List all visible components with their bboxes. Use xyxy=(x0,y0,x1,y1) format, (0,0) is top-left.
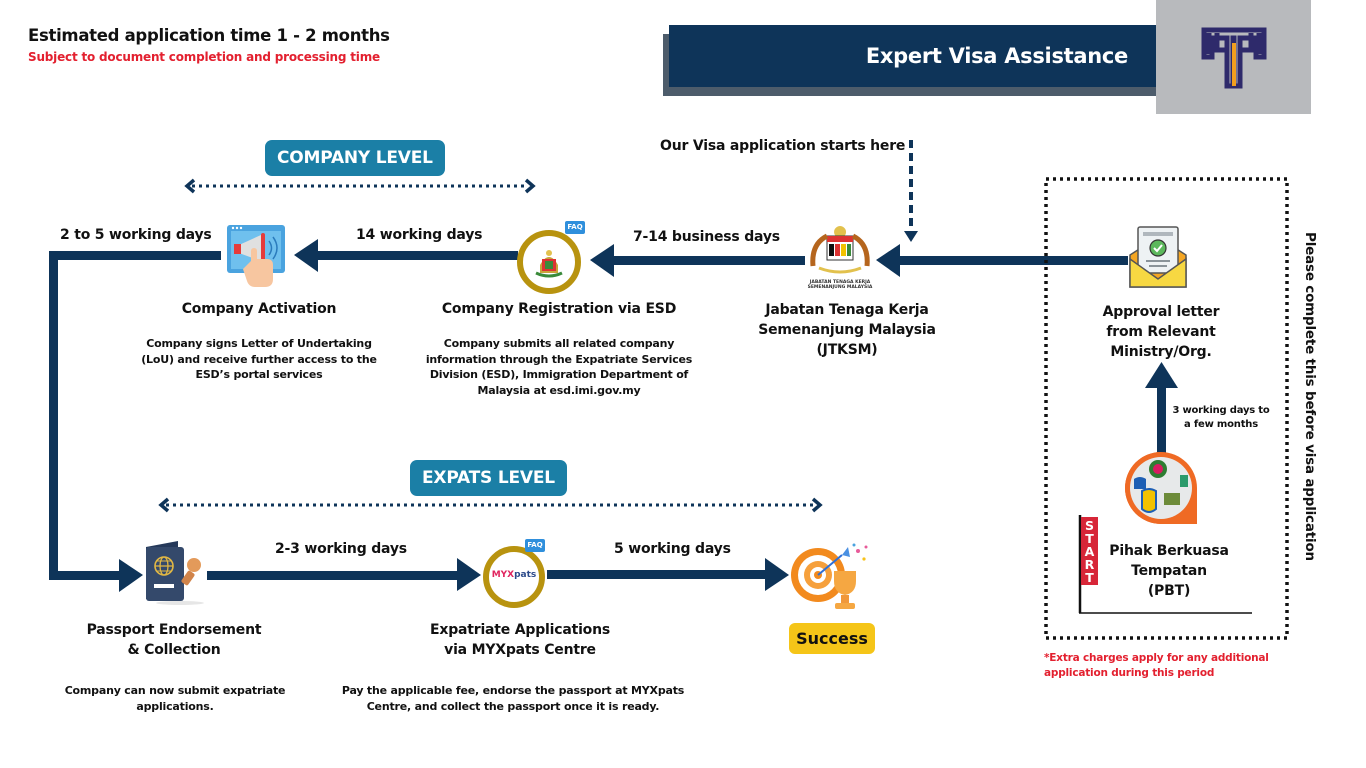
arrow-activation-to-passport xyxy=(49,251,221,592)
megaphone-tap-icon xyxy=(227,225,285,287)
pbt-step[interactable] xyxy=(1122,449,1200,527)
description-line: Division (ESD), Immigration Department o… xyxy=(429,368,689,381)
description-line: information through the Expatriate Servi… xyxy=(425,352,693,366)
logo-text-pats: pats xyxy=(514,570,537,580)
arrow-approval-to-jtksm xyxy=(876,244,1128,277)
expats-level-label: EXPATS LEVEL xyxy=(410,460,567,496)
duration-esd-to-activation: 14 working days xyxy=(356,227,483,243)
company-activation-step[interactable] xyxy=(221,221,291,293)
duration-line: 3 working days to xyxy=(1172,405,1270,416)
arrow-pbt-to-approval xyxy=(1145,362,1178,454)
brand-logo xyxy=(1156,0,1311,114)
passport-endorsement-title: Passport Endorsement & Collection xyxy=(64,620,284,660)
passport-stamp-icon xyxy=(146,541,204,605)
company-activation-title: Company Activation xyxy=(181,301,337,317)
title-line: Ministry/Org. xyxy=(1110,344,1212,360)
approval-letter-step[interactable] xyxy=(1126,223,1190,293)
estimated-time-title: Estimated application time 1 - 2 months xyxy=(28,26,390,45)
start-pointer-arrow xyxy=(904,140,918,242)
description-line: (LoU) and receive further access to the xyxy=(141,352,377,366)
expats-level-range-arrow xyxy=(158,497,823,513)
title-banner: Expert Visa Assistance xyxy=(669,25,1158,87)
company-registration-esd-step[interactable] xyxy=(516,229,582,295)
title-line: Semenanjung Malaysia xyxy=(758,322,936,338)
jtksm-title: Jabatan Tenaga Kerja Semenanjung Malaysi… xyxy=(740,300,954,360)
approval-letter-envelope-icon xyxy=(1129,226,1187,288)
success-badge: Success xyxy=(789,623,875,654)
duration-myxpats-to-success: 5 working days xyxy=(614,541,731,557)
duration-line: a few months xyxy=(1184,419,1258,430)
passport-endorsement-description: Company can now submit expatriate applic… xyxy=(44,683,306,714)
title-line: via MYXpats Centre xyxy=(444,642,596,658)
company-level-range-arrow xyxy=(184,178,536,194)
malaysia-coat-of-arms-icon xyxy=(810,226,870,274)
pre-application-box xyxy=(1044,177,1289,640)
passport-endorsement-step[interactable] xyxy=(142,539,212,607)
tp-pillar-logo-icon xyxy=(1201,27,1267,89)
jtksm-step[interactable]: JABATAN TENAGA KERJA SEMENANJUNG MALAYSI… xyxy=(805,222,875,290)
note-line: application during this period xyxy=(1044,667,1215,679)
banner-title: Expert Visa Assistance xyxy=(865,44,1128,68)
target-trophy-icon xyxy=(791,543,868,609)
company-activation-description: Company signs Letter of Undertaking (LoU… xyxy=(130,336,388,383)
jtksm-logo-caption: JABATAN TENAGA KERJA SEMENANJUNG MALAYSI… xyxy=(805,280,875,290)
faq-badge[interactable]: FAQ xyxy=(565,221,585,234)
title-line: & Collection xyxy=(127,642,221,658)
company-level-label: COMPANY LEVEL xyxy=(265,140,445,176)
description-line: Centre, and collect the passport once it… xyxy=(366,699,660,713)
arrow-esd-to-activation xyxy=(294,239,518,272)
duration-pbt-to-approval: 3 working days to a few months xyxy=(1164,404,1278,432)
description-line: Company signs Letter of Undertaking xyxy=(146,337,372,350)
title-line: Approval letter xyxy=(1102,304,1220,320)
arrow-passport-to-myxpats xyxy=(207,558,481,591)
pbt-title: Pihak Berkuasa Tempatan (PBT) xyxy=(1092,541,1246,601)
start-tag: START xyxy=(1081,517,1098,585)
arrow-jtksm-to-esd xyxy=(590,244,805,277)
duration-passport-to-myxpats: 2-3 working days xyxy=(275,541,407,557)
title-line: Expatriate Applications xyxy=(430,622,610,638)
title-line: Pihak Berkuasa xyxy=(1109,543,1229,559)
description-line: applications. xyxy=(136,699,214,713)
description-line: Company submits all related company xyxy=(443,337,675,350)
title-line: from Relevant xyxy=(1106,324,1216,340)
company-registration-esd-description: Company submits all related company info… xyxy=(408,336,710,398)
duration-activation-to-passport: 2 to 5 working days xyxy=(60,227,212,243)
myxpats-step[interactable]: MYXpats xyxy=(482,545,546,609)
title-line: (PBT) xyxy=(1147,583,1191,599)
faq-badge[interactable]: FAQ xyxy=(525,539,545,552)
approval-letter-title: Approval letter from Relevant Ministry/O… xyxy=(1080,302,1242,362)
myxpats-description: Pay the applicable fee, endorse the pass… xyxy=(328,683,698,714)
company-registration-esd-title: Company Registration via ESD xyxy=(441,301,677,317)
title-line: Passport Endorsement xyxy=(86,622,262,638)
estimated-time-subtitle: Subject to document completion and proce… xyxy=(28,50,380,64)
description-line: Pay the applicable fee, endorse the pass… xyxy=(341,684,685,697)
myxpats-title: Expatriate Applications via MYXpats Cent… xyxy=(400,620,640,660)
caption-line: JABATAN TENAGA KERJA xyxy=(809,280,871,285)
description-line: Malaysia at esd.imi.gov.my xyxy=(477,383,641,397)
arrow-myxpats-to-success xyxy=(547,558,789,591)
logo-text-myx: MYX xyxy=(491,570,515,580)
caption-line: SEMENANJUNG MALAYSIA xyxy=(807,285,873,290)
start-pointer-label: Our Visa application starts here xyxy=(660,138,906,154)
title-line: Jabatan Tenaga Kerja xyxy=(765,302,929,318)
title-line: Tempatan xyxy=(1131,563,1207,579)
success-step[interactable] xyxy=(788,537,874,615)
immigration-crest-icon xyxy=(517,230,581,294)
local-authority-logos-icon xyxy=(1125,452,1197,524)
description-line: Company can now submit expatriate xyxy=(64,684,286,697)
note-line: *Extra charges apply for any additional xyxy=(1044,652,1269,664)
description-line: ESD’s portal services xyxy=(195,368,323,381)
myxpats-logo-text: MYXpats xyxy=(482,570,546,580)
extra-charges-note: *Extra charges apply for any additional … xyxy=(1044,651,1269,681)
duration-jtksm-to-esd: 7-14 business days xyxy=(633,229,780,245)
myxpats-logo-icon xyxy=(483,546,545,608)
pre-application-vertical-label: Please complete this before visa applica… xyxy=(1302,232,1318,561)
title-line: (JTKSM) xyxy=(816,342,878,358)
